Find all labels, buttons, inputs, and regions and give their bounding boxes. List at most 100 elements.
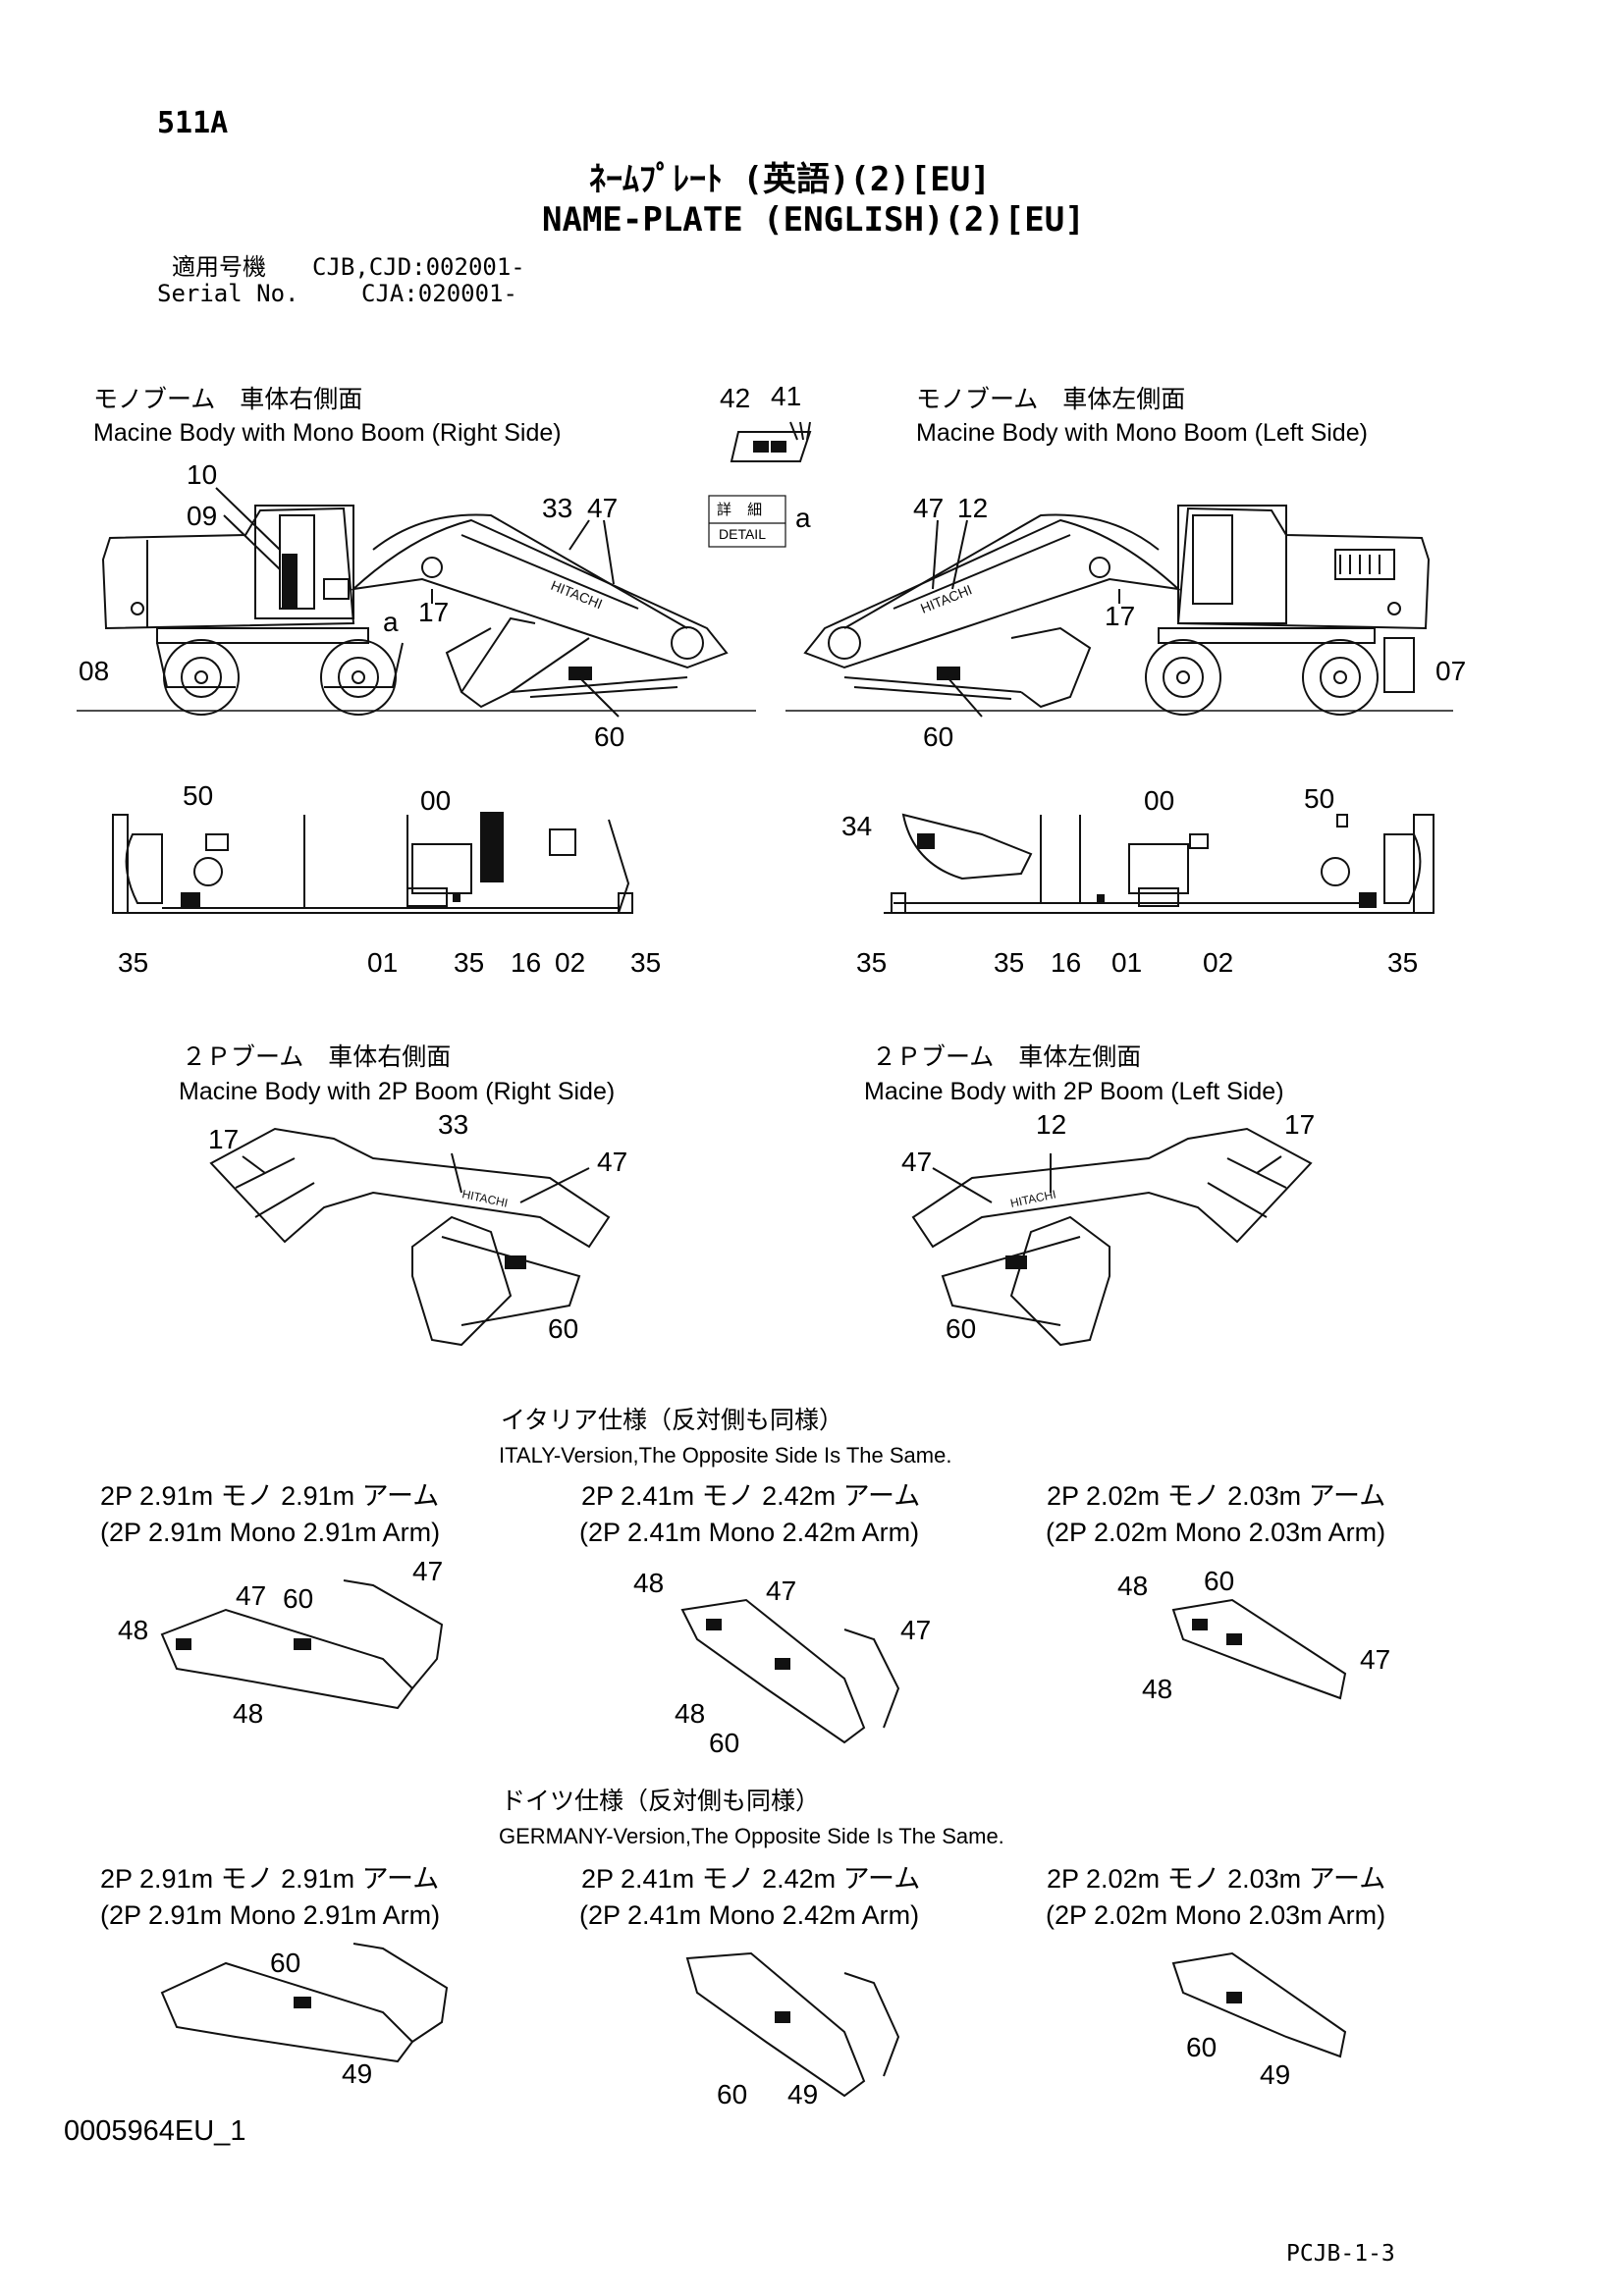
caption-italy-jp: イタリア仕様（反対側も同様） bbox=[501, 1407, 844, 1434]
callout-47-i1a: 47 bbox=[236, 1580, 267, 1611]
callout-35-l1: 35 bbox=[856, 947, 888, 978]
callout-60-l: 60 bbox=[923, 721, 954, 752]
callout-02-r: 02 bbox=[555, 947, 586, 978]
germany-arm-1-drawing bbox=[160, 1943, 449, 2063]
detail-box bbox=[708, 495, 786, 548]
italy-arm-2-drawing bbox=[680, 1598, 900, 1744]
caption-mono-left-jp: モノブーム 車体左側面 bbox=[916, 386, 1186, 413]
callout-60-i2: 60 bbox=[709, 1728, 740, 1758]
callout-09: 09 bbox=[187, 501, 218, 531]
serial-line-1: CJB,CJD:002001- bbox=[312, 253, 525, 281]
callout-01-l: 01 bbox=[1111, 947, 1143, 978]
germany-v3-jp: 2P 2.02m モノ 2.03m アーム bbox=[1047, 1864, 1386, 1894]
title-en: NAME-PLATE (ENGLISH)(2)[EU] bbox=[542, 200, 1085, 240]
callout-33-2pr: 33 bbox=[438, 1109, 469, 1140]
italy-v1-en: (2P 2.91m Mono 2.91m Arm) bbox=[100, 1518, 441, 1547]
callout-47-i2b: 47 bbox=[900, 1615, 932, 1645]
callout-17-2pr: 17 bbox=[208, 1124, 240, 1154]
germany-arm-3-drawing bbox=[1171, 1951, 1347, 2058]
callout-16-l: 16 bbox=[1051, 947, 1082, 978]
detail-label-jp: 詳 細 bbox=[717, 502, 769, 518]
callout-47-r: 47 bbox=[587, 493, 619, 523]
callout-12-l: 12 bbox=[957, 493, 989, 523]
italy-v2-jp: 2P 2.41m モノ 2.42m アーム bbox=[581, 1481, 921, 1511]
callout-02-l: 02 bbox=[1203, 947, 1234, 978]
callout-60-g1: 60 bbox=[270, 1948, 301, 1978]
excavator-right-side-drawing: HITACHI bbox=[101, 505, 729, 716]
detail-label-en: DETAIL bbox=[719, 526, 766, 542]
right-side-closeup-drawing bbox=[112, 812, 633, 914]
page-code: 511A bbox=[157, 106, 229, 140]
caption-mono-right-jp: モノブーム 車体右側面 bbox=[93, 386, 363, 413]
callout-60-i3: 60 bbox=[1204, 1566, 1235, 1596]
caption-2p-left-jp: ２Ｐブーム 車体左側面 bbox=[872, 1043, 1142, 1071]
callout-60-2pl: 60 bbox=[946, 1313, 977, 1344]
callout-60-g3: 60 bbox=[1186, 2032, 1218, 2062]
callout-47-l: 47 bbox=[913, 493, 945, 523]
caption-2p-right-en: Macine Body with 2P Boom (Right Side) bbox=[179, 1078, 616, 1105]
callout-01-r: 01 bbox=[367, 947, 399, 978]
callout-49-g3: 49 bbox=[1260, 2059, 1291, 2090]
serial-label-en: Serial No. bbox=[157, 280, 299, 307]
callout-48-i1b: 48 bbox=[233, 1698, 264, 1729]
germany-v2-jp: 2P 2.41m モノ 2.42m アーム bbox=[581, 1864, 921, 1894]
callout-50-l: 50 bbox=[1304, 783, 1335, 814]
callout-41: 41 bbox=[771, 381, 802, 411]
germany-v1-en: (2P 2.91m Mono 2.91m Arm) bbox=[100, 1900, 441, 1930]
germany-arm-2-drawing bbox=[685, 1951, 900, 2098]
caption-mono-right-en: Macine Body with Mono Boom (Right Side) bbox=[93, 419, 562, 447]
germany-v1-jp: 2P 2.91m モノ 2.91m アーム bbox=[100, 1864, 440, 1894]
callout-35-l2: 35 bbox=[994, 947, 1025, 978]
title-jp: ﾈｰﾑﾌﾟﾚｰﾄ (英語)(2)[EU] bbox=[589, 160, 991, 199]
callout-00-l: 00 bbox=[1144, 785, 1175, 816]
callout-08: 08 bbox=[79, 656, 110, 686]
detail-letter: a bbox=[795, 503, 811, 533]
callout-35-r2: 35 bbox=[454, 947, 485, 978]
page-number: PCJB-1-3 bbox=[1286, 2241, 1395, 2267]
caption-mono-left-en: Macine Body with Mono Boom (Left Side) bbox=[916, 419, 1368, 447]
callout-48-i1a: 48 bbox=[118, 1615, 149, 1645]
callout-12-2pl: 12 bbox=[1036, 1109, 1067, 1140]
callout-49-g2: 49 bbox=[787, 2079, 819, 2109]
callout-a: a bbox=[383, 607, 399, 637]
callout-35-l3: 35 bbox=[1387, 947, 1419, 978]
serial-label-jp: 適用号機 bbox=[172, 253, 266, 281]
document-code: 0005964EU_1 bbox=[64, 2115, 246, 2147]
callout-17-r: 17 bbox=[418, 597, 450, 627]
callout-16-r: 16 bbox=[511, 947, 542, 978]
callout-60-i1: 60 bbox=[283, 1583, 314, 1614]
caption-germany-en: GERMANY-Version,The Opposite Side Is The… bbox=[499, 1824, 1004, 1848]
callout-48-i2b: 48 bbox=[675, 1698, 706, 1729]
italy-arm-1-drawing bbox=[160, 1579, 444, 1710]
left-side-closeup-drawing bbox=[884, 813, 1435, 914]
callout-48-i3a: 48 bbox=[1117, 1571, 1149, 1601]
germany-v3-en: (2P 2.02m Mono 2.03m Arm) bbox=[1046, 1900, 1386, 1930]
callout-42: 42 bbox=[720, 383, 751, 413]
italy-v2-en: (2P 2.41m Mono 2.42m Arm) bbox=[579, 1518, 920, 1547]
caption-germany-jp: ドイツ仕様（反対側も同様） bbox=[501, 1788, 821, 1815]
leader-lines bbox=[215, 487, 1282, 1203]
callout-35-r1: 35 bbox=[118, 947, 149, 978]
callout-47-i2a: 47 bbox=[766, 1575, 797, 1606]
callout-48-i3b: 48 bbox=[1142, 1674, 1173, 1704]
callout-47-i1b: 47 bbox=[412, 1556, 444, 1586]
italy-v3-jp: 2P 2.02m モノ 2.03m アーム bbox=[1047, 1481, 1386, 1511]
callout-60-g2: 60 bbox=[717, 2079, 748, 2109]
callout-10: 10 bbox=[187, 459, 218, 490]
callout-47-i3: 47 bbox=[1360, 1644, 1391, 1675]
caption-italy-en: ITALY-Version,The Opposite Side Is The S… bbox=[499, 1443, 952, 1468]
italy-v1-jp: 2P 2.91m モノ 2.91m アーム bbox=[100, 1481, 440, 1511]
callout-60-r: 60 bbox=[594, 721, 625, 752]
italy-v3-en: (2P 2.02m Mono 2.03m Arm) bbox=[1046, 1518, 1386, 1547]
callout-07: 07 bbox=[1435, 656, 1467, 686]
callout-49-g1: 49 bbox=[342, 2058, 373, 2089]
callout-33-r: 33 bbox=[542, 493, 573, 523]
caption-2p-right-jp: ２Ｐブーム 車体右側面 bbox=[182, 1043, 452, 1071]
callout-00-r: 00 bbox=[420, 785, 452, 816]
twop-boom-right-drawing: HITACHI bbox=[209, 1127, 611, 1347]
germany-v2-en: (2P 2.41m Mono 2.42m Arm) bbox=[579, 1900, 920, 1930]
callout-48-i2a: 48 bbox=[633, 1568, 665, 1598]
callout-60-2pr: 60 bbox=[548, 1313, 579, 1344]
callout-35-r3: 35 bbox=[630, 947, 662, 978]
